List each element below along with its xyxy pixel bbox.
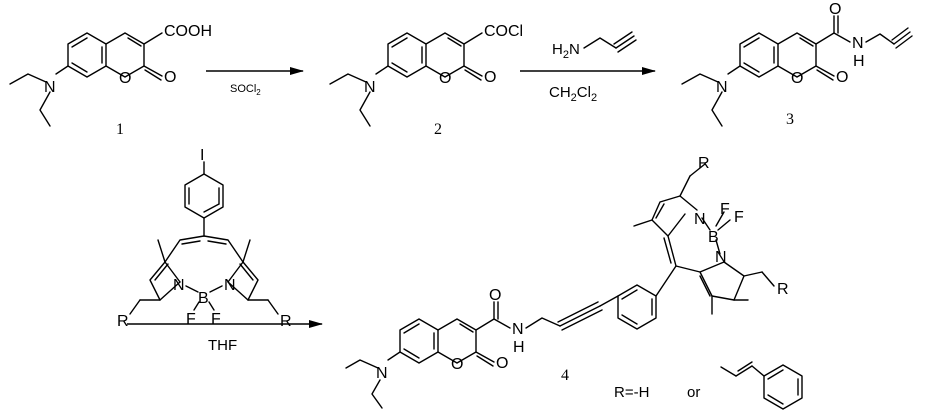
oxygen-atom: O (164, 69, 176, 86)
carboxyl-group-label: COOH (164, 23, 212, 40)
reagent-dichloromethane: CH2Cl2 (549, 84, 597, 104)
fluorine-atom: F (211, 311, 221, 328)
fluorine-atom: F (186, 311, 196, 328)
fluorine-atom: F (734, 209, 744, 226)
oxygen-atom: O (791, 70, 803, 87)
nitrogen-atom: N (173, 277, 185, 294)
fluorine-atom: F (720, 201, 730, 218)
oxygen-atom: O (496, 355, 508, 372)
nitrogen-atom: N (715, 249, 727, 266)
nitrogen-atom: N (376, 365, 388, 382)
oxygen-atom: O (451, 356, 463, 373)
r-group-label: R (117, 313, 129, 330)
compound-number-4: 4 (561, 367, 569, 384)
amide-oxygen-atom: O (489, 287, 501, 304)
oxygen-atom: O (119, 70, 131, 87)
nitrogen-atom: N (364, 79, 376, 96)
nitrogen-atom: N (224, 277, 236, 294)
svg-text:H2N: H2N (552, 41, 580, 61)
oxygen-atom: O (484, 69, 496, 86)
r-group-or: or (687, 384, 700, 401)
compound-2: N O O COCl 2 (329, 23, 523, 138)
reagent-propargylamine: H2N (552, 31, 637, 61)
reagent-socl2: SOCl2 (230, 83, 261, 97)
amide-hydrogen-atom: H (513, 339, 525, 356)
compound-4: N O O O N H (345, 155, 789, 409)
amide-nitrogen-atom: N (512, 321, 524, 338)
nitrogen-atom: N (694, 211, 706, 228)
r-group-label: R (698, 155, 710, 172)
boron-atom: B (708, 229, 719, 246)
acyl-chloride-group-label: COCl (484, 23, 523, 40)
compound-3: N O O O N H 3 (681, 1, 913, 128)
reagent-thf: THF (208, 337, 237, 354)
boron-atom: B (198, 290, 209, 307)
r-group-label: R (777, 281, 789, 298)
nitrogen-atom: N (44, 79, 56, 96)
compound-number-2: 2 (434, 121, 442, 138)
oxygen-atom: O (836, 69, 848, 86)
iodine-atom: I (200, 147, 204, 164)
amide-nitrogen-atom: N (852, 35, 864, 52)
bodipy-iodophenyl-reagent: I N N B F F R R (117, 147, 292, 330)
compound-number-1: 1 (116, 121, 124, 138)
amide-hydrogen-atom: H (853, 53, 865, 70)
compound-number-3: 3 (786, 111, 794, 128)
amide-oxygen-atom: O (829, 1, 841, 18)
oxygen-atom: O (439, 70, 451, 87)
nitrogen-atom: N (716, 79, 728, 96)
compound-1: N O O COOH 1 (9, 23, 212, 138)
r-group-definition: R=-H or (614, 361, 803, 410)
r-group-label: R (280, 313, 292, 330)
r-group-hydrogen: R=-H (614, 384, 649, 401)
